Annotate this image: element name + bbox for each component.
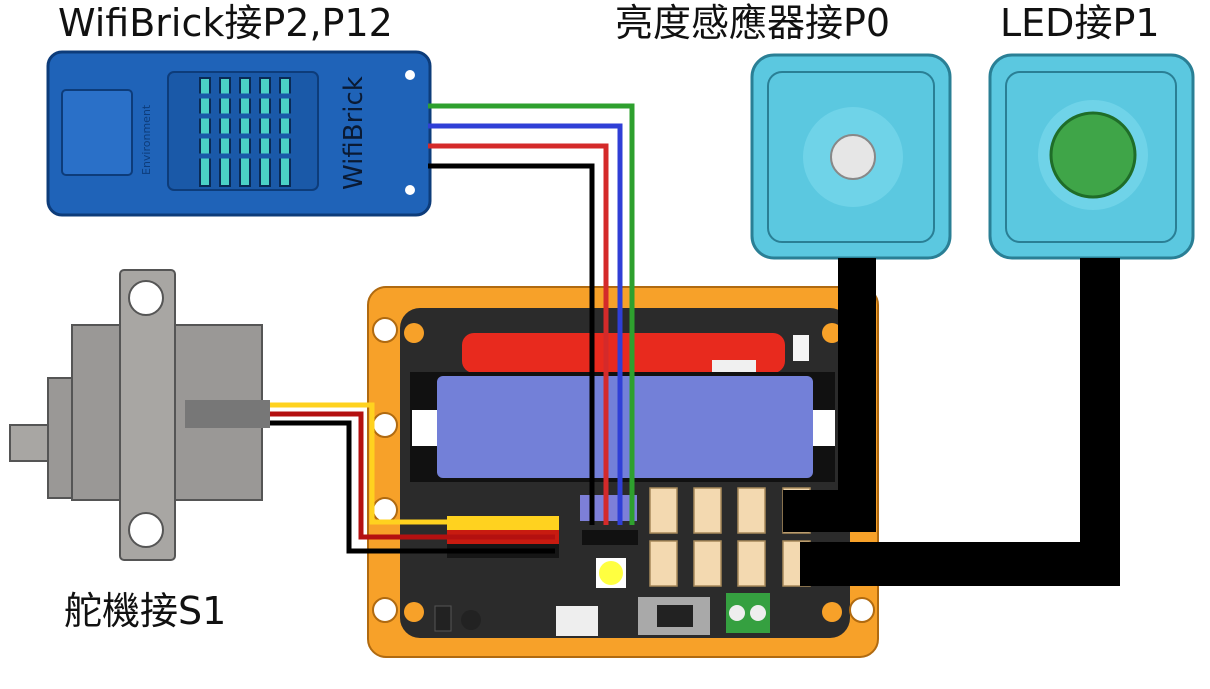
wifibrick-sublabel: Environment: [140, 104, 153, 175]
wifibrick-label: WifiBrick接P2,P12: [58, 1, 393, 45]
wifibrick-name: WifiBrick: [339, 76, 369, 190]
wire-green: [428, 103, 635, 525]
led-cable: [800, 258, 1120, 586]
controller-board: [367, 286, 879, 658]
light-sensor-cable: [783, 258, 876, 532]
servo-wire-black: [270, 420, 555, 554]
wire-red: [428, 143, 609, 525]
servo-wire-red: [270, 411, 555, 540]
led-label: LED接P1: [1000, 1, 1160, 45]
led-module: [988, 53, 1195, 260]
wire-black: [428, 163, 595, 525]
light-sensor-label: 亮度感應器接P0: [615, 1, 891, 45]
servo-label: 舵機接S1: [64, 589, 227, 633]
wifibrick-module: WifiBrick Environment: [46, 50, 432, 217]
servo-motor: [9, 269, 270, 561]
wires: [270, 103, 635, 554]
servo-wire-yellow: [270, 402, 555, 525]
light-sensor-module: [750, 53, 952, 260]
wire-blue: [428, 123, 623, 525]
